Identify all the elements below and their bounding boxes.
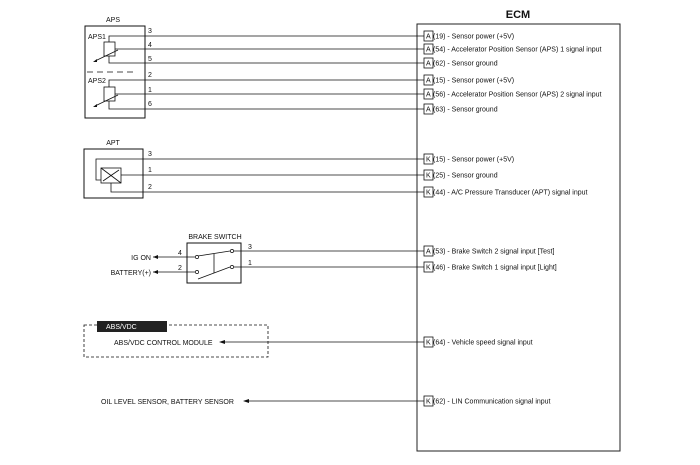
- apt-wire-num: 2: [148, 184, 152, 191]
- connector-box: [423, 245, 434, 257]
- connector-letter: K: [426, 340, 431, 347]
- aps1-label: APS1: [88, 34, 106, 41]
- apt-wire-num: 1: [148, 167, 152, 174]
- ig-on-label: IG ON: [131, 255, 151, 262]
- aps2-potentiometer-icon: [93, 79, 424, 110]
- aps-wire-num: 5: [148, 56, 152, 63]
- connector-box: [423, 153, 434, 165]
- connector-box: [423, 74, 434, 86]
- ecm-pin-label: (62) - LIN Communication signal input: [433, 399, 551, 406]
- connector-letter: K: [426, 157, 431, 164]
- connector-letter: A: [426, 249, 431, 256]
- brake-wire-num: 2: [178, 265, 182, 272]
- ecm-pin-row: A(15) - Sensor power (+5V): [423, 74, 514, 86]
- connector-letter: A: [426, 61, 431, 68]
- arrow-left-icon: [243, 399, 424, 403]
- ecm-pin-row: A(56) - Accelerator Position Sensor (APS…: [423, 88, 602, 100]
- connector-box: [423, 261, 434, 273]
- battery-label: BATTERY(+): [111, 270, 151, 277]
- ecm-pin-label: (62) - Sensor ground: [433, 61, 498, 68]
- connector-box: [423, 57, 434, 69]
- aps-box: [84, 25, 146, 119]
- ecm-pin-label: (44) - A/C Pressure Transducer (APT) sig…: [433, 190, 588, 197]
- ecm-pin-label: (63) - Sensor ground: [433, 107, 498, 114]
- connector-box: [423, 88, 434, 100]
- brake-wire-num: 3: [248, 244, 252, 251]
- apt-box: [83, 148, 144, 199]
- connector-box: [423, 103, 434, 115]
- abs-vdc-tag: ABS/VDC: [106, 324, 137, 331]
- connector-letter: A: [426, 107, 431, 114]
- ecm-box: [416, 23, 621, 452]
- pressure-transducer-icon: [95, 158, 424, 193]
- apt-wire-num: 3: [148, 151, 152, 158]
- abs-vdc-box: [83, 324, 269, 358]
- ecm-pin-row: K(62) - LIN Communication signal input: [423, 395, 551, 407]
- apt-title: APT: [106, 140, 120, 147]
- aps-wire-num: 6: [148, 101, 152, 108]
- ecm-pin-label: (25) - Sensor ground: [433, 173, 498, 180]
- connector-letter: A: [426, 34, 431, 41]
- connector-box: [423, 395, 434, 407]
- ecm-title: ECM: [506, 9, 530, 21]
- aps-wire-num: 1: [148, 87, 152, 94]
- ecm-pin-row: K(46) - Brake Switch 1 signal input [Lig…: [423, 261, 557, 273]
- ecm-pin-label: (53) - Brake Switch 2 signal input [Test…: [433, 249, 554, 256]
- ecm-pin-list: A(19) - Sensor power (+5V)A(54) - Accele…: [423, 30, 602, 407]
- brake-switch-title: BRAKE SWITCH: [188, 234, 241, 241]
- ecm-pin-row: A(63) - Sensor ground: [423, 103, 498, 115]
- brake-wire-num: 1: [248, 260, 252, 267]
- abs-vdc-tag-bg: [97, 321, 167, 332]
- aps-wire-num: 4: [148, 42, 152, 49]
- connector-letter: A: [426, 78, 431, 85]
- oil-battery-sensor-label: OIL LEVEL SENSOR, BATTERY SENSOR: [101, 399, 234, 406]
- ecm-pin-row: K(15) - Sensor power (+5V): [423, 153, 514, 165]
- ecm-pin-row: K(44) - A/C Pressure Transducer (APT) si…: [423, 186, 588, 198]
- ecm-pin-label: (19) - Sensor power (+5V): [433, 34, 514, 41]
- aps-wire-num: 2: [148, 72, 152, 79]
- connector-box: [423, 336, 434, 348]
- connector-box: [423, 30, 434, 42]
- brake-switch-icon: [153, 249, 424, 280]
- ecm-pin-row: A(62) - Sensor ground: [423, 57, 498, 69]
- ecm-pin-row: A(54) - Accelerator Position Sensor (APS…: [423, 43, 602, 55]
- connector-box: [423, 186, 434, 198]
- ecm-pin-label: (64) - Vehicle speed signal input: [433, 340, 533, 347]
- connector-letter: A: [426, 92, 431, 99]
- connector-letter: K: [426, 265, 431, 272]
- connector-letter: K: [426, 399, 431, 406]
- ecm-pin-label: (15) - Sensor power (+5V): [433, 157, 514, 164]
- connector-letter: K: [426, 173, 431, 180]
- connector-letter: K: [426, 190, 431, 197]
- aps2-label: APS2: [88, 78, 106, 85]
- brake-switch-box: [186, 242, 242, 284]
- ecm-pin-label: (56) - Accelerator Position Sensor (APS)…: [433, 92, 602, 99]
- connector-box: [423, 43, 434, 55]
- connector-box: [423, 169, 434, 181]
- ecm-pin-label: (54) - Accelerator Position Sensor (APS)…: [433, 47, 602, 54]
- aps1-potentiometer-icon: [93, 35, 424, 64]
- ecm-pin-label: (46) - Brake Switch 1 signal input [Ligh…: [433, 265, 557, 272]
- abs-vdc-module-label: ABS/VDC CONTROL MODULE: [114, 340, 213, 347]
- ecm-pin-row: A(19) - Sensor power (+5V): [423, 30, 514, 42]
- aps-wire-num: 3: [148, 28, 152, 35]
- ecm-pin-row: K(25) - Sensor ground: [423, 169, 498, 181]
- ecm-pin-row: K(64) - Vehicle speed signal input: [423, 336, 533, 348]
- arrow-left-icon: [219, 340, 424, 344]
- brake-wire-num: 4: [178, 250, 182, 257]
- connector-letter: A: [426, 47, 431, 54]
- ecm-pin-label: (15) - Sensor power (+5V): [433, 78, 514, 85]
- aps-title: APS: [106, 17, 120, 24]
- ecm-pin-row: A(53) - Brake Switch 2 signal input [Tes…: [423, 245, 554, 257]
